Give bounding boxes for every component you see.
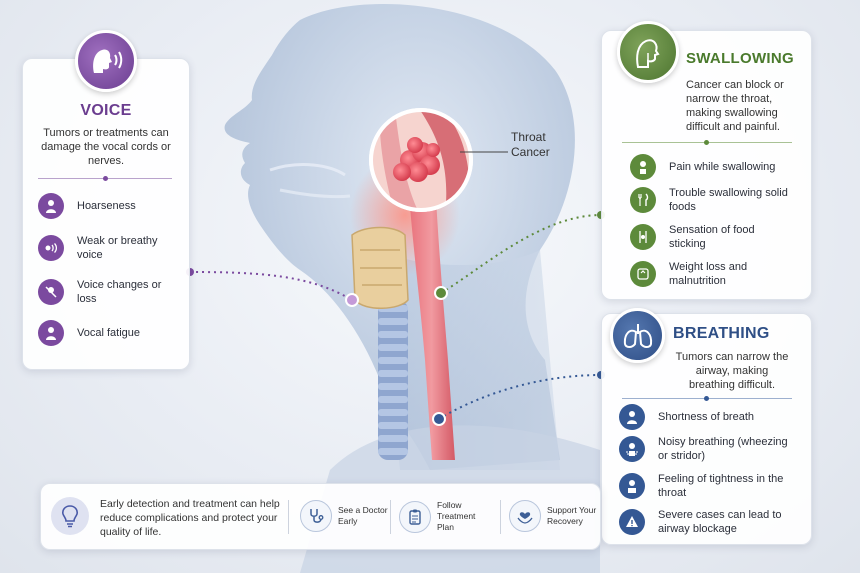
action-label: Support Your Recovery — [547, 505, 597, 526]
lightbulb-icon — [51, 497, 89, 535]
action-follow-plan: Follow Treatment Plan — [399, 500, 492, 533]
breathing-item: Noisy breathing (wheezing or stridor) — [619, 435, 789, 463]
noisy-breath-icon — [619, 436, 645, 462]
voice-item-label: Weak or breathy voice — [77, 235, 158, 261]
lungs-icon — [610, 308, 665, 363]
speaking-head-icon — [75, 30, 137, 92]
voice-item: Weak or breathy voice — [38, 234, 183, 262]
pain-throat-icon — [630, 154, 656, 180]
action-label: See a Doctor Early — [338, 505, 388, 526]
clipboard-icon — [399, 500, 431, 533]
voice-item: Voice changes or loss — [38, 278, 183, 306]
voice-item: Vocal fatigue — [38, 320, 140, 346]
breathing-item-label: Shortness of breath — [658, 411, 755, 423]
bottom-message: Early detection and treatment can help r… — [100, 498, 280, 538]
voice-item: Hoarseness — [38, 193, 136, 219]
swallowing-item: Pain while swallowing — [630, 154, 775, 180]
esophagus — [408, 180, 455, 460]
breathing-item-label: Feeling of tightness in the throat — [658, 473, 784, 499]
swallowing-item-label: Weight loss and malnutrition — [669, 261, 748, 287]
swallowing-item: Weight loss and malnutrition — [630, 260, 790, 288]
action-see-doctor: See a Doctor Early — [300, 500, 393, 532]
breathing-item: Feeling of tightness in the throat — [619, 472, 789, 500]
throat-sticking-icon — [630, 224, 656, 250]
voice-item-label: Hoarseness — [77, 200, 136, 212]
breathing-title: BREATHING — [673, 325, 770, 342]
swallowing-item-label: Trouble swallowing solid foods — [669, 187, 788, 213]
voice-connector — [189, 271, 353, 301]
throat-cancer-label: Throat Cancer — [511, 130, 550, 159]
stethoscope-icon — [300, 500, 332, 532]
voice-item-label: Vocal fatigue — [77, 327, 140, 339]
tight-throat-icon — [619, 473, 645, 499]
action-label: Follow Treatment Plan — [437, 500, 476, 532]
sound-waves-icon — [38, 235, 64, 261]
breathing-item: Severe cases can lead to airway blockage — [619, 508, 789, 536]
voice-description: Tumors or treatments can damage the voca… — [41, 127, 171, 167]
breathing-connector — [438, 374, 602, 420]
breathing-item-label: Severe cases can lead to airway blockage — [658, 509, 782, 535]
warning-icon — [619, 509, 645, 535]
fork-knife-icon — [630, 187, 656, 213]
swallowing-title: SWALLOWING — [686, 50, 794, 67]
swallowing-item-label: Pain while swallowing — [669, 161, 776, 173]
tired-person-icon — [38, 320, 64, 346]
swallowing-head-icon — [617, 21, 679, 83]
tumor — [393, 137, 440, 182]
voice-title: VOICE — [80, 102, 132, 119]
action-support-recovery: Support Your Recovery — [509, 500, 602, 532]
heart-hands-icon — [509, 500, 541, 532]
scale-icon — [630, 261, 656, 287]
person-icon — [38, 193, 64, 219]
breathing-item: Shortness of breath — [619, 404, 754, 430]
swallowing-item-label: Sensation of food sticking — [669, 224, 755, 250]
short-breath-icon — [619, 404, 645, 430]
trachea — [378, 300, 408, 460]
voice-item-label: Voice changes or loss — [77, 279, 162, 305]
breathing-description: Tumors can narrow the airway, making bre… — [675, 351, 789, 391]
swallowing-item: Trouble swallowing solid foods — [630, 186, 790, 214]
muted-voice-icon — [38, 279, 64, 305]
swallowing-description: Cancer can block or narrow the throat, m… — [686, 79, 784, 133]
breathing-item-label: Noisy breathing (wheezing or stridor) — [658, 436, 788, 462]
swallowing-item: Sensation of food sticking — [630, 223, 790, 251]
